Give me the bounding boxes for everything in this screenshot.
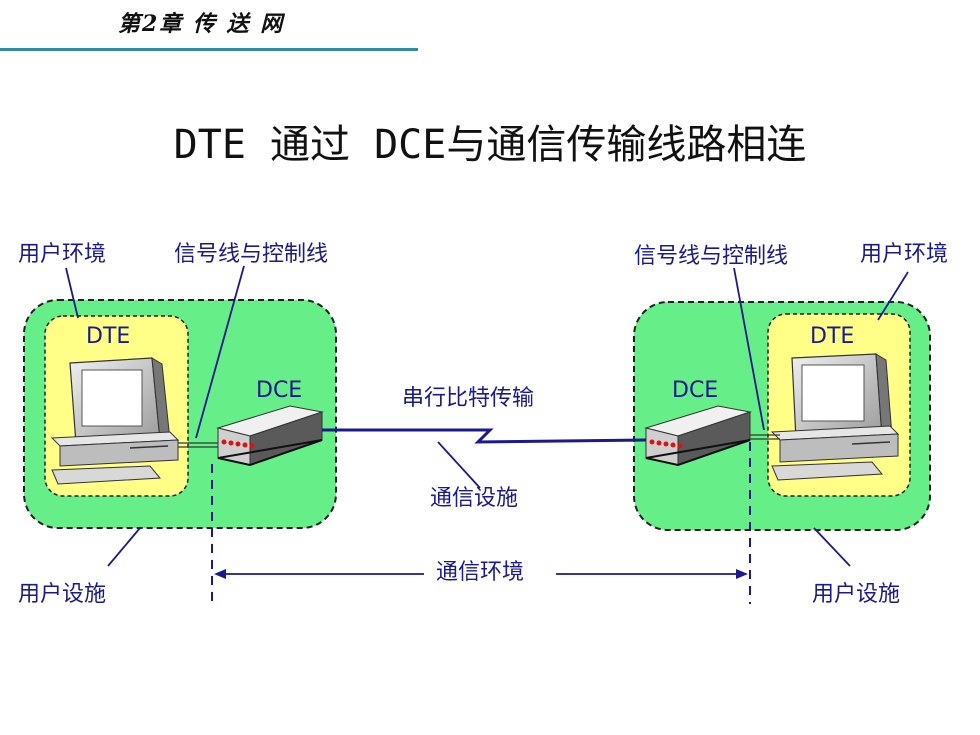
leader-comm-facility bbox=[437, 441, 481, 489]
leader-user-env-right bbox=[877, 271, 909, 321]
chapter-rule bbox=[0, 48, 418, 51]
computer-left-icon bbox=[50, 357, 180, 485]
leader-user-env-left bbox=[65, 267, 79, 319]
cable-left-dte-dce bbox=[178, 442, 218, 448]
user-env-left-label: 用户环境 bbox=[18, 242, 107, 267]
comm-facility-label: 通信设施 bbox=[430, 486, 519, 511]
chapter-header: 第2章 传 送 网 bbox=[118, 11, 285, 37]
arrowhead-right bbox=[736, 569, 748, 579]
comm-env-label: 通信环境 bbox=[436, 560, 525, 585]
leader-signal-ctrl-left bbox=[195, 265, 245, 439]
transmission-line bbox=[322, 428, 647, 444]
signal-ctrl-left-label: 信号线与控制线 bbox=[174, 242, 329, 267]
leader-user-facility-left bbox=[107, 527, 141, 567]
computer-right-icon bbox=[770, 353, 900, 481]
signal-ctrl-right-label: 信号线与控制线 bbox=[634, 244, 789, 269]
cable-right-dce-dte bbox=[750, 434, 780, 440]
dte-left-label: DTE bbox=[86, 324, 131, 349]
modem-left-icon bbox=[216, 405, 324, 467]
dce-left-label: DCE bbox=[256, 378, 303, 403]
leader-user-facility-right bbox=[813, 527, 851, 567]
arrowhead-left bbox=[214, 569, 226, 579]
user-env-right-label: 用户环境 bbox=[860, 242, 949, 267]
page-title: DTE 通过 DCE与通信传输线路相连 bbox=[173, 122, 807, 168]
serial-bit-label: 串行比特传输 bbox=[402, 386, 535, 411]
dce-right-label: DCE bbox=[672, 378, 719, 403]
leader-signal-ctrl-right bbox=[733, 267, 765, 431]
modem-right-icon bbox=[644, 405, 752, 467]
user-facility-right-label: 用户设施 bbox=[812, 582, 901, 607]
user-facility-left-label: 用户设施 bbox=[18, 582, 107, 607]
dte-right-label: DTE bbox=[810, 324, 855, 349]
